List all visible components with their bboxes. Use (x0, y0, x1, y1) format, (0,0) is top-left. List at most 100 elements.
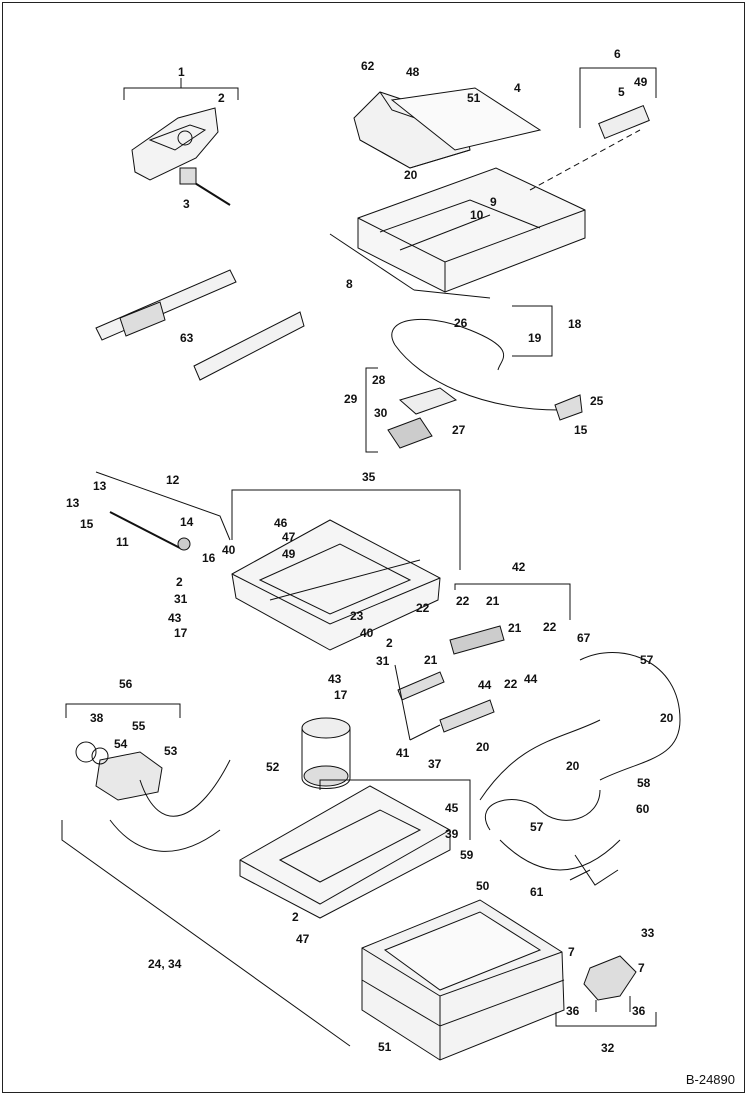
callout-13: 13 (66, 496, 80, 510)
callout-25: 25 (590, 394, 604, 408)
callout-20: 20 (566, 759, 580, 773)
part-seat-cushion-50 (361, 899, 565, 1061)
callout-20: 20 (476, 740, 490, 754)
callout-57: 57 (640, 653, 654, 667)
part-cable-26 (391, 318, 561, 411)
part-base-plate-4 (390, 87, 542, 151)
callout-14: 14 (180, 515, 194, 529)
callout-27: 27 (452, 423, 466, 437)
callout-22: 22 (543, 620, 557, 634)
callout-18: 18 (568, 317, 582, 331)
callout-52: 52 (266, 760, 280, 774)
callout-53: 53 (164, 744, 178, 758)
callout-7: 7 (568, 945, 575, 959)
callout-7: 7 (638, 961, 645, 975)
callout-22: 22 (456, 594, 470, 608)
callout-63: 63 (180, 331, 194, 345)
callout-15: 15 (574, 423, 588, 437)
callout-49: 49 (282, 547, 296, 561)
callout-57: 57 (530, 820, 544, 834)
part-seat-adjuster (131, 107, 231, 206)
bracket-group-35 (231, 489, 461, 570)
callout-16: 16 (202, 551, 216, 565)
callout-67: 67 (577, 631, 591, 645)
callout-15: 15 (80, 517, 94, 531)
callout-21: 21 (508, 621, 522, 635)
callout-11: 11 (116, 535, 129, 549)
callout-2: 2 (218, 91, 225, 105)
callout-12: 12 (166, 473, 180, 487)
bracket-group-1 (123, 78, 239, 100)
bracket-group-29 (365, 367, 378, 453)
callout-49: 49 (634, 75, 648, 89)
callout-55: 55 (132, 719, 146, 733)
callout-51: 51 (378, 1040, 392, 1054)
callout-13: 13 (93, 479, 107, 493)
callout-51: 51 (467, 91, 481, 105)
callout-36: 36 (566, 1004, 580, 1018)
bracket-group-42 (454, 583, 571, 620)
callout-26: 26 (454, 316, 468, 330)
callout-47: 47 (296, 932, 310, 946)
part-slide-rail-left (95, 269, 237, 341)
callout-43: 43 (168, 611, 182, 625)
callout-33: 33 (641, 926, 655, 940)
part-damper-21 (449, 625, 505, 655)
callout-30: 30 (374, 406, 388, 420)
callout-32: 32 (601, 1041, 615, 1055)
callout-4: 4 (514, 81, 521, 95)
callout-31: 31 (376, 654, 390, 668)
callout-45: 45 (445, 801, 459, 815)
callout-1: 1 (178, 65, 185, 79)
callout-6: 6 (614, 47, 621, 61)
bracket-group-6 (579, 67, 657, 140)
bracket-group-12 (95, 471, 231, 541)
callout-50: 50 (476, 879, 490, 893)
callout-3: 3 (183, 197, 190, 211)
callout-20: 20 (660, 711, 674, 725)
callout-31: 31 (174, 592, 188, 606)
part-springs-41 (394, 664, 495, 741)
part-slide-rail-right (193, 311, 305, 381)
part-valve-33 (583, 955, 637, 1012)
callout-42: 42 (512, 560, 526, 574)
callout-37: 37 (428, 757, 442, 771)
callout-23: 23 (350, 609, 364, 623)
callout-8: 8 (346, 277, 353, 291)
callout-35: 35 (362, 470, 376, 484)
part-suspension-frame (231, 519, 441, 651)
callout-56: 56 (119, 677, 133, 691)
callout-61: 61 (530, 885, 544, 899)
callout-9: 9 (490, 195, 497, 209)
callout-24-34: 24, 34 (148, 957, 182, 971)
callout-22: 22 (504, 677, 518, 691)
callout-39: 39 (445, 827, 459, 841)
bracket-group-56 (65, 703, 181, 718)
bracket-group-24-34 (61, 820, 351, 1047)
callout-59: 59 (460, 848, 474, 862)
callout-43: 43 (328, 672, 342, 686)
callout-17: 17 (174, 626, 188, 640)
callout-20: 20 (404, 168, 418, 182)
callout-47: 47 (282, 530, 296, 544)
callout-40: 40 (222, 543, 236, 557)
callout-2: 2 (386, 636, 393, 650)
part-suspension-base-37 (239, 779, 471, 919)
callout-19: 19 (528, 331, 542, 345)
callout-40: 40 (360, 626, 374, 640)
callout-2: 2 (292, 910, 299, 924)
callout-58: 58 (637, 776, 651, 790)
callout-28: 28 (372, 373, 386, 387)
callout-44: 44 (524, 672, 538, 686)
part-motor-54 (75, 741, 231, 852)
bracket-group-18 (512, 305, 553, 357)
callout-44: 44 (478, 678, 492, 692)
callout-60: 60 (636, 802, 650, 816)
callout-10: 10 (470, 208, 484, 222)
callout-2: 2 (176, 575, 183, 589)
part-handle-30 (387, 387, 458, 449)
figure-id: B-24890 (685, 1072, 735, 1087)
callout-21: 21 (424, 653, 438, 667)
